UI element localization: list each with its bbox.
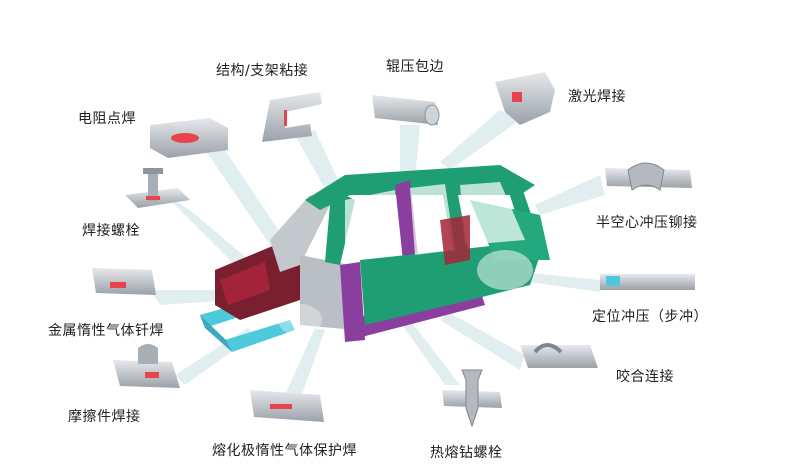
- sample-hemming: [520, 343, 598, 368]
- sample-clinch: [600, 274, 695, 290]
- label-weld-bolt: 焊接螺栓: [82, 223, 140, 239]
- beam-laser: [440, 110, 520, 170]
- label-mig-brazing: 金属惰性气体钎焊: [48, 323, 164, 339]
- beam-fds: [402, 320, 460, 385]
- label-clinching: 定位冲压（步冲）: [592, 309, 708, 325]
- sample-mag: [250, 390, 324, 422]
- beam-weld-bolt: [165, 195, 255, 270]
- beam-structural: [295, 130, 345, 198]
- sample-fds: [442, 369, 502, 428]
- label-flow-drill-screw: 热熔钻螺栓: [430, 445, 503, 461]
- sample-resistance-spot: [150, 118, 228, 158]
- sample-spr: [605, 162, 692, 191]
- car-body: [200, 165, 550, 352]
- beam-roller: [400, 125, 420, 180]
- beam-hem: [440, 312, 525, 370]
- sample-structural: [262, 92, 322, 142]
- sample-friction: [113, 344, 180, 388]
- label-hemming-joint: 咬合连接: [616, 369, 674, 385]
- label-self-piercing-rivet: 半空心冲压铆接: [596, 215, 698, 231]
- sample-weld-bolt: [125, 168, 190, 208]
- beam-resistance-spot: [195, 135, 285, 245]
- label-resistance-spot-welding: 电阻点焊: [78, 111, 136, 127]
- beam-spr: [535, 175, 605, 215]
- label-laser-welding: 激光焊接: [568, 89, 626, 105]
- beam-mig: [150, 290, 235, 305]
- callout-beams: [150, 110, 605, 400]
- sample-mig: [92, 268, 156, 295]
- sample-laser: [495, 72, 555, 125]
- label-mag-welding: 熔化极惰性气体保护焊: [212, 443, 357, 459]
- label-friction-element-welding: 摩擦件焊接: [68, 409, 141, 425]
- label-structural-adhesive: 结构/支架粘接: [216, 63, 309, 79]
- label-roller-hemming: 辊压包边: [386, 59, 444, 75]
- beam-mag: [285, 328, 325, 400]
- sample-roller: [372, 95, 440, 126]
